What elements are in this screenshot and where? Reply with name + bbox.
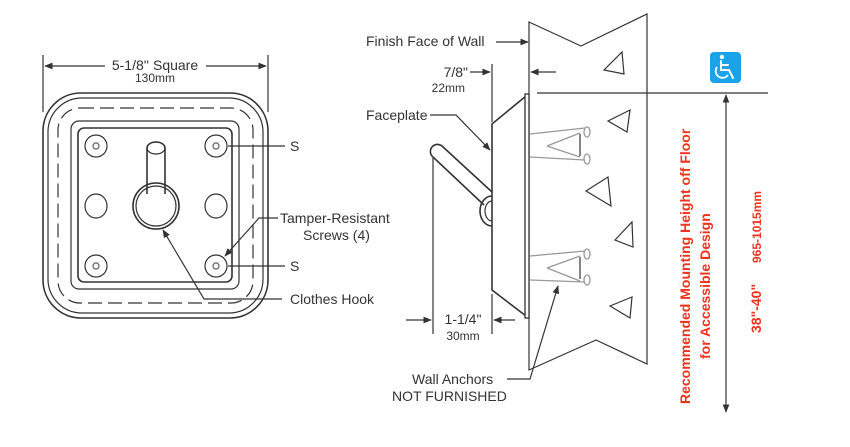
anchors-label-line1: Wall Anchors (412, 371, 493, 387)
faceplate (77, 127, 233, 283)
anchors-label-line2: NOT FURNISHED (392, 388, 507, 404)
mounting-label-line1: Recommended Mounting Height off Floor (677, 128, 693, 404)
faceplate-leader (430, 114, 491, 151)
faceplate-flange (524, 93, 530, 319)
outer-flange-inner (47, 97, 264, 314)
depth-dimension: 7/8" (444, 64, 468, 80)
screw-bottom-right (204, 254, 228, 278)
faceplate-outer (70, 120, 240, 290)
anchors-leader (507, 285, 560, 380)
hidden-edge (57, 107, 254, 304)
hook-side-profile (429, 143, 493, 227)
screw-label-top: S (290, 138, 299, 154)
mounting-height-imperial: 38"-40" (748, 284, 764, 333)
wall-label: Finish Face of Wall (366, 33, 485, 49)
mounting-label-line2: for Accessible Design (697, 213, 713, 359)
mounting-hole-right (204, 193, 228, 219)
wheelchair-accessibility-icon (710, 52, 741, 83)
outer-flange (42, 92, 269, 319)
side-view: Finish Face of Wall 7/8" 22mm Faceplate (366, 13, 648, 404)
width-dimension: 5-1/8'' Square (112, 57, 199, 73)
tamper-screw-leader (224, 217, 278, 257)
screw-label-bottom: S (290, 258, 299, 274)
screw-top-right (204, 134, 228, 158)
mounting-height: Recommended Mounting Height off Floor fo… (537, 52, 768, 413)
tamper-label-line1: Tamper-Resistant (280, 210, 390, 226)
tamper-label-line2: Screws (4) (303, 227, 370, 243)
depth-dimension-metric: 22mm (432, 81, 465, 95)
wall-section (528, 13, 648, 371)
wall-aggregate (584, 50, 634, 320)
mounting-hole-left (84, 193, 108, 219)
hook-label: Clothes Hook (290, 291, 375, 307)
mounting-height-metric: 965-1015mm (750, 191, 764, 263)
front-view: 5-1/8'' Square 130mm S S Tamper-Resistan… (42, 55, 390, 319)
clothes-hook (132, 141, 180, 230)
screw-top-left (84, 134, 108, 158)
projection-dimension-metric: 30mm (446, 329, 479, 343)
faceplate-label: Faceplate (366, 107, 428, 123)
width-dimension-metric: 130mm (135, 71, 175, 85)
projection-dimension: 1-1/4" (445, 311, 482, 327)
faceplate-profile (491, 95, 527, 317)
wall-anchor-top (529, 126, 591, 165)
wall-anchor-bottom (529, 248, 591, 286)
screw-bottom-left (84, 254, 108, 278)
hook-leader (162, 229, 282, 300)
